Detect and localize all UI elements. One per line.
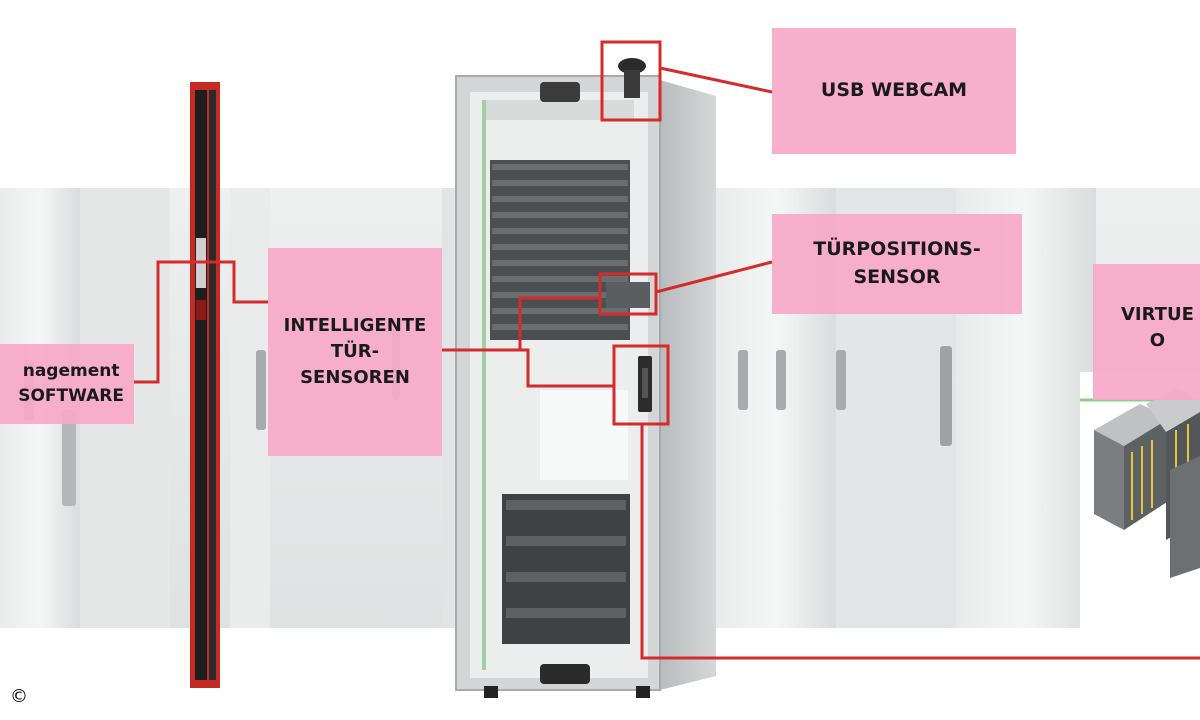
connector-management xyxy=(134,260,200,384)
copyright-mark: © xyxy=(10,686,28,707)
callout-bg-door-position xyxy=(772,214,1022,314)
callout-bg-intelligent-sensors xyxy=(268,248,442,456)
highlight-webcam xyxy=(600,40,662,122)
connector-intelligent-lock xyxy=(520,348,614,388)
pdu-strip-icon xyxy=(190,82,220,688)
callout-bg-virtual xyxy=(1093,264,1200,400)
connector-virtual xyxy=(640,424,1200,660)
connector-pdu-intel xyxy=(200,260,268,304)
callout-virtual: VIRTUE O xyxy=(1121,304,1194,352)
callout-intelligent-door-sensors: INTELLIGENTE TÜR- SENSOREN xyxy=(283,314,427,389)
callout-management-software: nagement SOFTWARE xyxy=(18,361,124,406)
callout-bg-management xyxy=(0,344,134,424)
callout-usb-webcam: USB WEBCAM xyxy=(820,79,968,102)
callout-backgrounds xyxy=(0,28,1200,456)
callout-bg-webcam xyxy=(772,28,1016,154)
server-cluster-icon xyxy=(1080,372,1200,628)
connector-webcam xyxy=(659,66,773,94)
connector-lines xyxy=(134,66,1200,660)
connector-door-position xyxy=(655,260,773,294)
callout-door-position-sensor: TÜRPOSITIONS- SENSOR xyxy=(813,238,981,288)
highlight-door-position xyxy=(598,272,658,316)
connector-intelligent-sensors xyxy=(442,296,600,352)
webcam-icon xyxy=(618,58,646,98)
door-sensor-icon xyxy=(606,282,650,308)
